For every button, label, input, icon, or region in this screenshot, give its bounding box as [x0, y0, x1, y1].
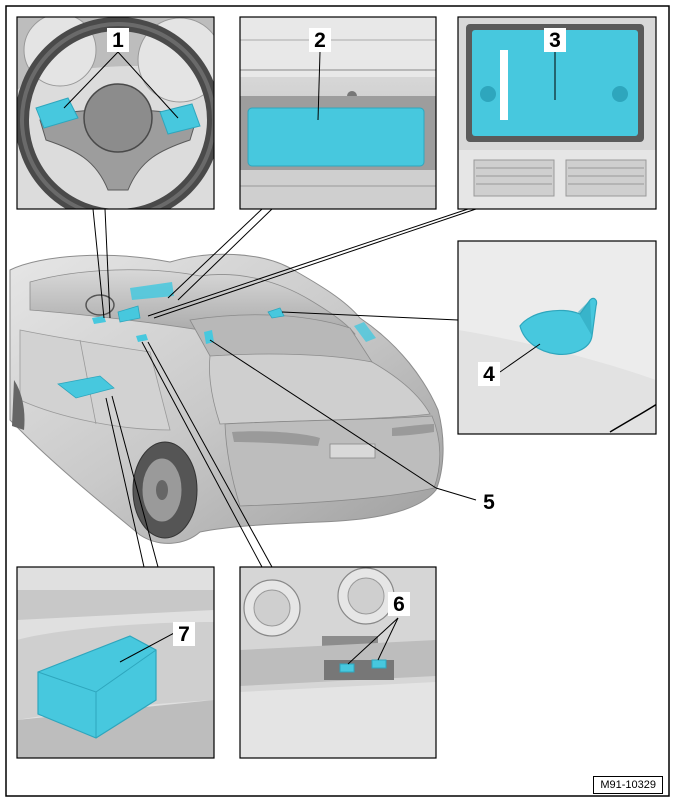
callout-5-bg — [478, 490, 500, 514]
callout-7: 7 — [178, 623, 190, 646]
callout-3: 3 — [549, 29, 561, 52]
detail-panel-module-7 — [16, 566, 215, 759]
callout-2-bg — [309, 28, 331, 52]
callout-4-bg — [478, 362, 500, 386]
detail-panel-usb-sockets — [239, 566, 437, 759]
callout-1: 1 — [112, 29, 124, 52]
callout-5: 5 — [483, 491, 495, 514]
leader-lines — [63, 51, 556, 665]
callout-2: 2 — [314, 29, 326, 52]
callout-4: 4 — [483, 363, 495, 386]
detail-panel-display-2 — [239, 16, 437, 210]
callout-7-bg — [173, 622, 195, 646]
callout-6-bg — [388, 592, 410, 616]
callout-1-bg — [107, 28, 129, 52]
callout-3-bg — [544, 28, 566, 52]
figure-reference: M91-10329 — [593, 776, 663, 794]
car-illustration — [9, 253, 444, 544]
callout-6: 6 — [393, 593, 405, 616]
detail-panel-roof-antenna — [457, 240, 657, 435]
